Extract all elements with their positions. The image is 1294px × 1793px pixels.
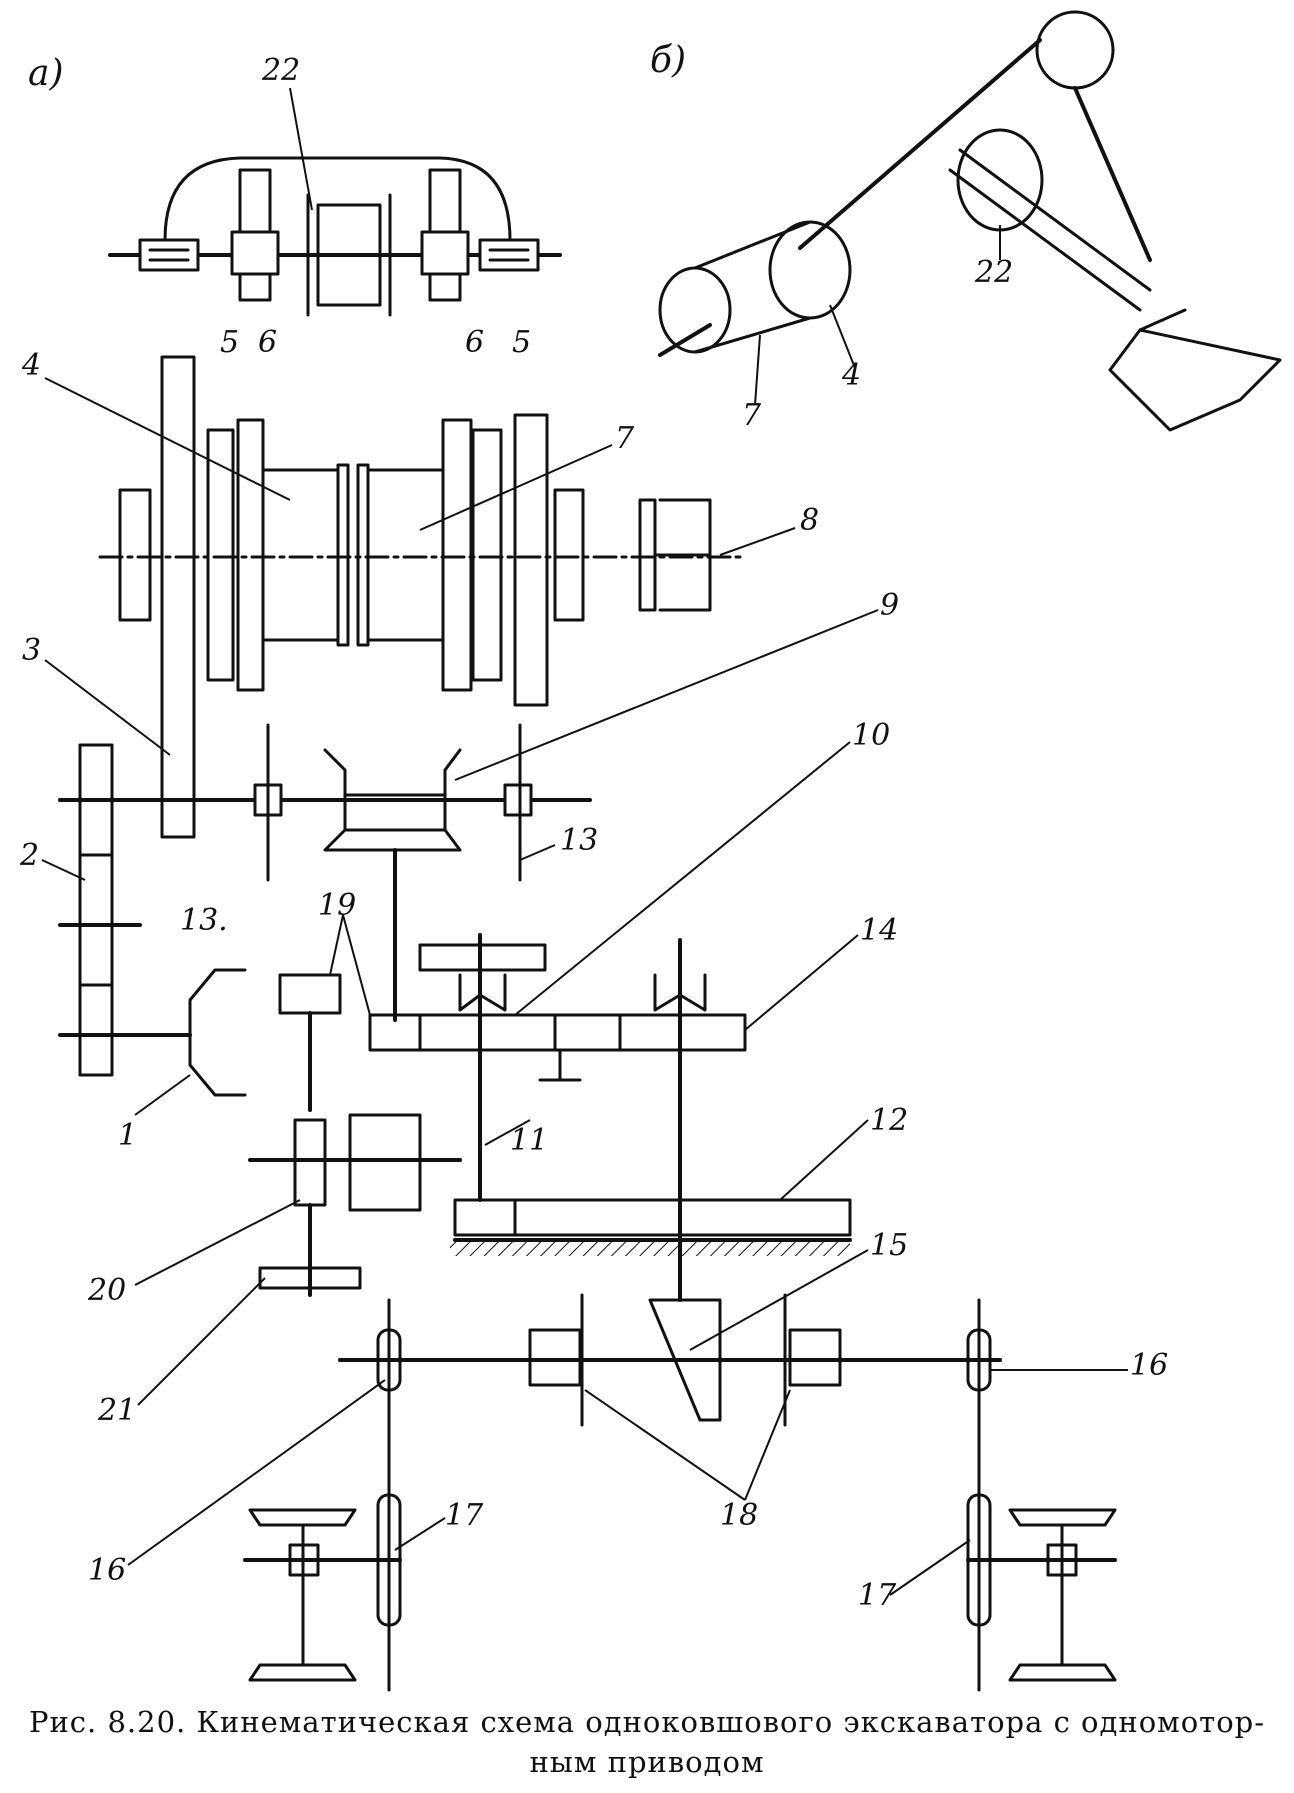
label-17-left: 17	[445, 1498, 484, 1533]
component-labels: 22 4 7 5 6 6 5 8 9 3 10 13 13. 2 19 14 1…	[19, 53, 1168, 1613]
label-8: 8	[800, 503, 819, 538]
label-2: 2	[19, 838, 39, 873]
label-13-left: 13.	[180, 903, 228, 938]
label-14: 14	[860, 913, 898, 948]
label-1: 1	[118, 1118, 137, 1153]
gear-train	[58, 743, 247, 1097]
label-6-right: 6	[465, 325, 484, 360]
isometric-sketch	[658, 10, 1282, 432]
label-6-left: 6	[258, 325, 277, 360]
top-winch-assembly	[108, 156, 562, 317]
label-7-sketch: 7	[742, 398, 762, 433]
label-5-left: 5	[220, 325, 239, 360]
boom-hoist-mechanism	[248, 1113, 462, 1297]
label-22-sketch: 22	[974, 255, 1013, 290]
figure-caption-line-1: Рис. 8.20. Кинематическая схема одноковш…	[28, 1705, 1266, 1739]
label-21: 21	[97, 1393, 136, 1428]
bevel-differential	[198, 723, 592, 1022]
leader-lines	[41, 87, 1128, 1596]
base-ring	[450, 1198, 852, 1256]
label-11: 11	[510, 1123, 548, 1158]
label-19: 19	[318, 888, 356, 923]
label-5-right: 5	[512, 325, 531, 360]
swing-gear-line	[278, 933, 747, 1302]
label-20: 20	[87, 1273, 126, 1308]
panel-label-a: а)	[28, 53, 64, 94]
label-16-right: 16	[1130, 1348, 1168, 1383]
figure-caption-line-2: ным приводом	[529, 1745, 765, 1779]
label-7: 7	[615, 421, 635, 456]
label-9: 9	[880, 588, 899, 623]
label-4: 4	[21, 348, 41, 383]
label-10: 10	[852, 718, 890, 753]
label-12: 12	[870, 1103, 908, 1138]
label-15: 15	[870, 1228, 908, 1263]
label-22: 22	[261, 53, 300, 88]
label-17-right: 17	[858, 1578, 897, 1613]
travel-drive	[243, 1293, 1117, 1692]
label-4-sketch: 4	[841, 358, 861, 393]
panel-label-b: б)	[650, 40, 686, 81]
label-16-left: 16	[88, 1553, 126, 1588]
drum-assembly	[98, 355, 742, 839]
label-13-right: 13	[560, 823, 598, 858]
label-3: 3	[22, 633, 41, 668]
label-18: 18	[720, 1498, 758, 1533]
